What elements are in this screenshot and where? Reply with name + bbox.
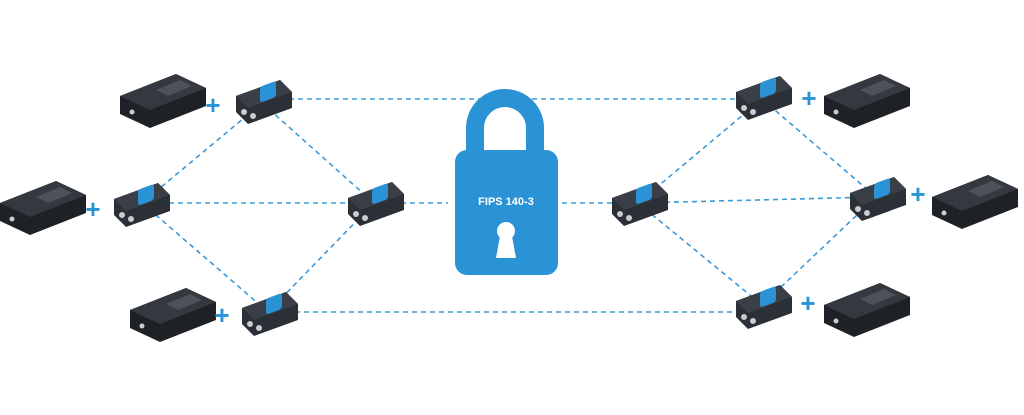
lock-shackle	[466, 89, 544, 150]
device-left-middle	[0, 181, 86, 235]
plus-right-top: +	[801, 83, 816, 113]
device-right-bottom	[824, 283, 910, 337]
node-right-bottom	[736, 285, 792, 329]
node-left-bottom	[242, 292, 298, 336]
plus-right-bottom: +	[800, 288, 815, 318]
network-links	[141, 98, 877, 313]
plus-right-middle: +	[910, 179, 925, 209]
link-right-inner-to-right-bottom	[637, 202, 763, 306]
link-left-middle-to-left-bottom	[141, 202, 269, 313]
device-left-bottom	[130, 288, 216, 342]
node-right-inner	[612, 182, 668, 226]
link-right-top-to-right-middle	[761, 98, 877, 198]
link-left-top-to-left-middle	[141, 102, 263, 204]
node-left-top	[236, 80, 292, 124]
link-left-top-to-left-inner	[261, 102, 375, 204]
device-right-top	[824, 74, 910, 128]
node-left-inner	[348, 182, 404, 226]
node-left-middle	[114, 183, 170, 227]
lock-label: FIPS 140-3	[478, 196, 534, 208]
plus-left-middle: +	[85, 194, 100, 224]
plus-left-bottom: +	[214, 300, 229, 330]
link-right-inner-to-right-middle	[637, 196, 877, 204]
device-left-top	[120, 74, 206, 128]
device-right-middle	[932, 175, 1018, 229]
fips-lock: FIPS 140-3	[455, 89, 558, 275]
lock-body	[455, 150, 558, 275]
node-right-middle	[850, 177, 906, 221]
node-right-top	[736, 76, 792, 120]
keyhole-icon	[496, 222, 516, 258]
plus-left-top: +	[205, 90, 220, 120]
